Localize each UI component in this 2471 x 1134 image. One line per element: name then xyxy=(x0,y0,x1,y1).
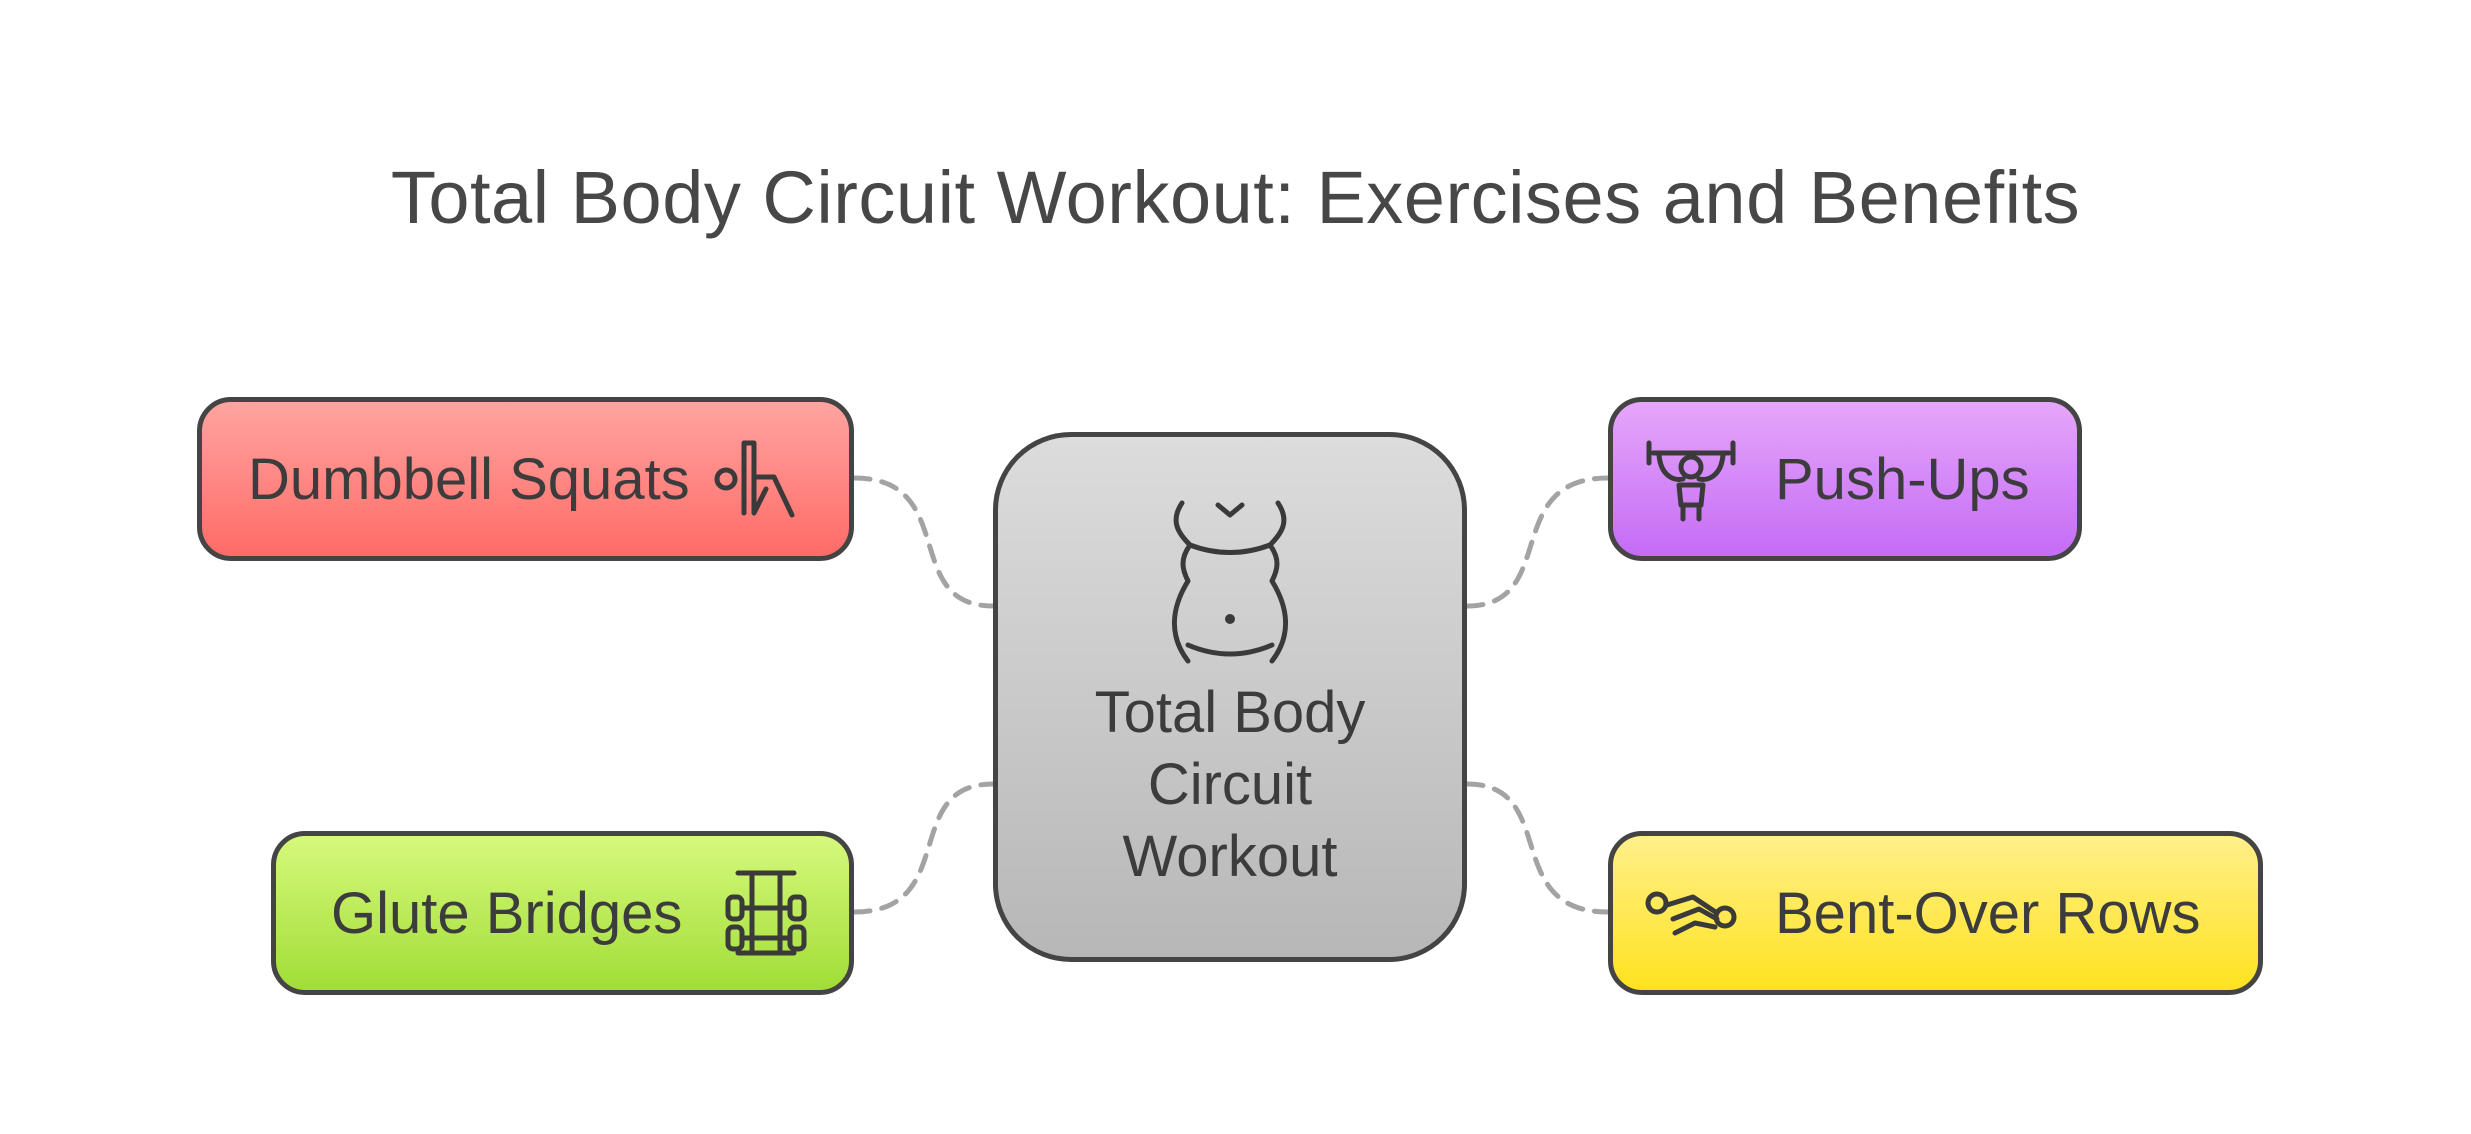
node-dumbbell-squats: Dumbbell Squats xyxy=(197,397,854,561)
node-bent-over-rows: Bent-Over Rows xyxy=(1608,831,2263,995)
node-push-ups: Push-Ups xyxy=(1608,397,2082,561)
barbell-rack-icon xyxy=(720,867,812,959)
lying-figure-icon xyxy=(1645,867,1737,959)
connector-rows xyxy=(1464,781,1611,915)
connector-glute xyxy=(851,781,996,915)
node-glute-bridges: Glute Bridges xyxy=(271,831,854,995)
squat-figure-icon xyxy=(714,433,806,525)
center-label: Total Body Circuit Workout xyxy=(1094,680,1366,889)
node-label: Push-Ups xyxy=(1775,446,2030,512)
waist-torso-icon xyxy=(1140,497,1320,667)
node-label: Glute Bridges xyxy=(331,880,683,946)
node-label: Dumbbell Squats xyxy=(248,446,690,512)
center-node: Total Body Circuit Workout xyxy=(993,432,1467,962)
weightlifter-icon xyxy=(1645,433,1737,525)
connector-squats xyxy=(851,475,996,609)
page-title: Total Body Circuit Workout: Exercises an… xyxy=(390,156,2081,239)
connector-pushups xyxy=(1464,475,1611,609)
node-label: Bent-Over Rows xyxy=(1775,880,2201,946)
